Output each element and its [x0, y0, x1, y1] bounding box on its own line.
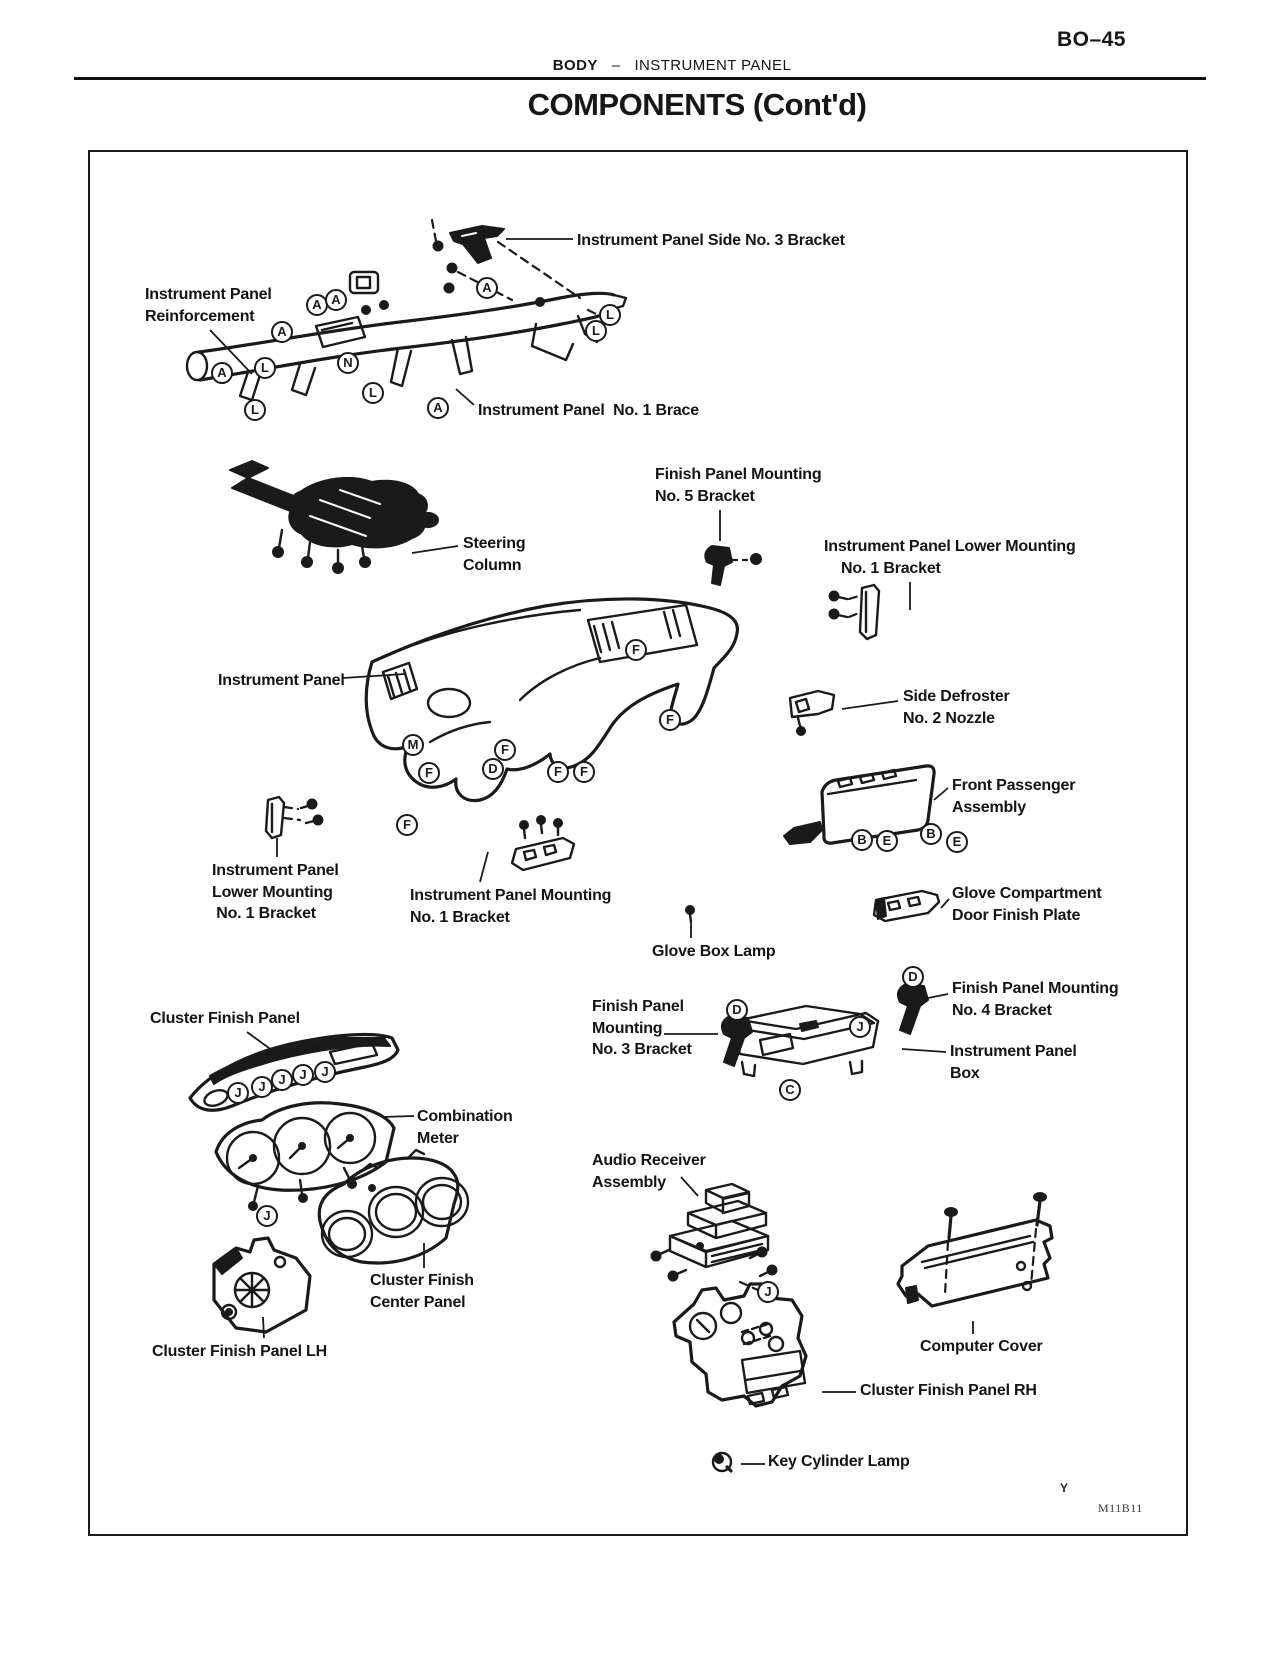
callout-marker-d: D: [902, 966, 924, 988]
callout-marker-j: J: [251, 1076, 273, 1098]
label-computer-cover: Computer Cover: [920, 1338, 1043, 1355]
callout-marker-j: J: [757, 1281, 779, 1303]
callout-marker-n: N: [337, 352, 359, 374]
callout-marker-e: E: [946, 831, 968, 853]
callout-marker-j: J: [849, 1016, 871, 1038]
label-key-cylinder-lamp: Key Cylinder Lamp: [768, 1453, 910, 1470]
header-rule: [74, 77, 1206, 80]
breadcrumb: BODY–INSTRUMENT PANEL: [64, 57, 1280, 74]
callout-marker-a: A: [476, 277, 498, 299]
label-instrument-panel: Instrument Panel: [218, 672, 345, 689]
instrument-panel-art: [364, 597, 740, 803]
label-finish-panel-mounting-no4-bracket: Finish Panel Mounting No. 4 Bracket: [952, 980, 1119, 1019]
callout-marker-l: L: [599, 304, 621, 326]
callout-marker-l: L: [585, 320, 607, 342]
cluster-center-panel-art: [317, 1148, 470, 1265]
stray-y-mark: Y: [1060, 1481, 1069, 1495]
lower-mounting-rh-art: [828, 583, 881, 641]
callout-marker-a: A: [427, 397, 449, 419]
callout-marker-l: L: [254, 357, 276, 379]
no5-bracket-art: [704, 545, 762, 586]
label-cluster-finish-panel-lh: Cluster Finish Panel LH: [152, 1343, 327, 1360]
key-cylinder-lamp-art: [711, 1451, 733, 1473]
label-front-passenger-assembly: Front Passenger Assembly: [952, 777, 1076, 816]
mounting-no1-art: [510, 815, 576, 872]
no3-bracket-art: [721, 1015, 753, 1067]
glove-door-plate-art: [872, 889, 941, 923]
callout-marker-e: E: [876, 830, 898, 852]
callout-marker-a: A: [271, 321, 293, 343]
callout-marker-d: D: [726, 999, 748, 1021]
label-combination-meter: Combination Meter: [417, 1108, 513, 1147]
callout-marker-f: F: [659, 709, 681, 731]
label-finish-panel-mounting-no3-bracket: Finish Panel Mounting No. 3 Bracket: [592, 998, 692, 1058]
label-instrument-panel-lower-mounting-no1-bracket-rh: Instrument Panel Lower Mounting No. 1 Br…: [824, 538, 1076, 577]
callout-marker-f: F: [418, 762, 440, 784]
audio-receiver-art: [650, 1182, 778, 1293]
callout-marker-b: B: [920, 823, 942, 845]
label-side-defroster-no2-nozzle: Side Defroster No. 2 Nozzle: [903, 688, 1010, 727]
callout-marker-j: J: [292, 1064, 314, 1086]
combination-meter-art: [214, 1101, 396, 1211]
defroster-nozzle-art: [788, 689, 836, 736]
cluster-finish-panel-art: [188, 1032, 400, 1112]
callout-marker-l: L: [244, 399, 266, 421]
computer-cover-art: [896, 1192, 1054, 1308]
label-instrument-panel-mounting-no1-bracket: Instrument Panel Mounting No. 1 Bracket: [410, 887, 612, 926]
callout-marker-f: F: [547, 761, 569, 783]
page-title: COMPONENTS (Cont'd): [527, 87, 867, 122]
label-cluster-finish-panel-rh: Cluster Finish Panel RH: [860, 1382, 1037, 1399]
breadcrumb-separator: –: [611, 57, 621, 74]
callout-marker-d: D: [482, 758, 504, 780]
label-steering-column: Steering Column: [463, 535, 526, 574]
glove-box-lamp-art: [685, 905, 695, 924]
breadcrumb-subsection: INSTRUMENT PANEL: [634, 57, 792, 74]
label-instrument-panel-reinforcement: Instrument Panel Reinforcement: [145, 286, 272, 325]
label-finish-panel-mounting-no5-bracket: Finish Panel Mounting No. 5 Bracket: [655, 466, 822, 505]
side-no3-bracket-art: [430, 218, 604, 319]
diagram-frame: [88, 150, 1188, 1536]
callout-marker-j: J: [314, 1061, 336, 1083]
callout-marker-f: F: [625, 639, 647, 661]
figure-code: M11B11: [1098, 1501, 1143, 1515]
callout-marker-j: J: [256, 1205, 278, 1227]
lower-mounting-lh-art: [264, 795, 324, 840]
label-cluster-finish-center-panel: Cluster Finish Center Panel: [370, 1272, 474, 1311]
callout-marker-a: A: [211, 362, 233, 384]
label-instrument-panel-side-no3-bracket: Instrument Panel Side No. 3 Bracket: [577, 232, 845, 249]
callout-marker-f: F: [573, 761, 595, 783]
label-glove-box-lamp: Glove Box Lamp: [652, 943, 776, 960]
front-passenger-assembly-art: [783, 764, 936, 845]
label-instrument-panel-lower-mounting-no1-bracket-lh: Instrument Panel Lower Mounting No. 1 Br…: [212, 862, 339, 922]
callout-marker-m: M: [402, 734, 424, 756]
label-instrument-panel-no1-brace: Instrument Panel No. 1 Brace: [478, 402, 699, 419]
steering-column-art: [229, 460, 439, 574]
label-glove-compartment-door-finish-plate: Glove Compartment Door Finish Plate: [952, 885, 1102, 924]
leader-lines: [209, 238, 974, 1465]
callout-marker-a: A: [325, 289, 347, 311]
cluster-panel-lh-art: [212, 1236, 312, 1334]
label-instrument-panel-box: Instrument Panel Box: [950, 1043, 1077, 1082]
no4-bracket-art: [897, 983, 929, 1035]
instrument-panel-box-art: [730, 1004, 880, 1078]
callout-marker-l: L: [362, 382, 384, 404]
callout-marker-f: F: [396, 814, 418, 836]
breadcrumb-section: BODY: [552, 57, 598, 74]
label-cluster-finish-panel: Cluster Finish Panel: [150, 1010, 300, 1027]
callout-marker-j: J: [227, 1082, 249, 1104]
callout-marker-j: J: [271, 1069, 293, 1091]
page-number: BO–45: [1056, 28, 1126, 51]
callout-marker-c: C: [779, 1079, 801, 1101]
label-audio-receiver-assembly: Audio Receiver Assembly: [592, 1152, 706, 1191]
cluster-panel-rh-art: [672, 1282, 808, 1408]
callout-marker-b: B: [851, 829, 873, 851]
callout-marker-f: F: [494, 739, 516, 761]
